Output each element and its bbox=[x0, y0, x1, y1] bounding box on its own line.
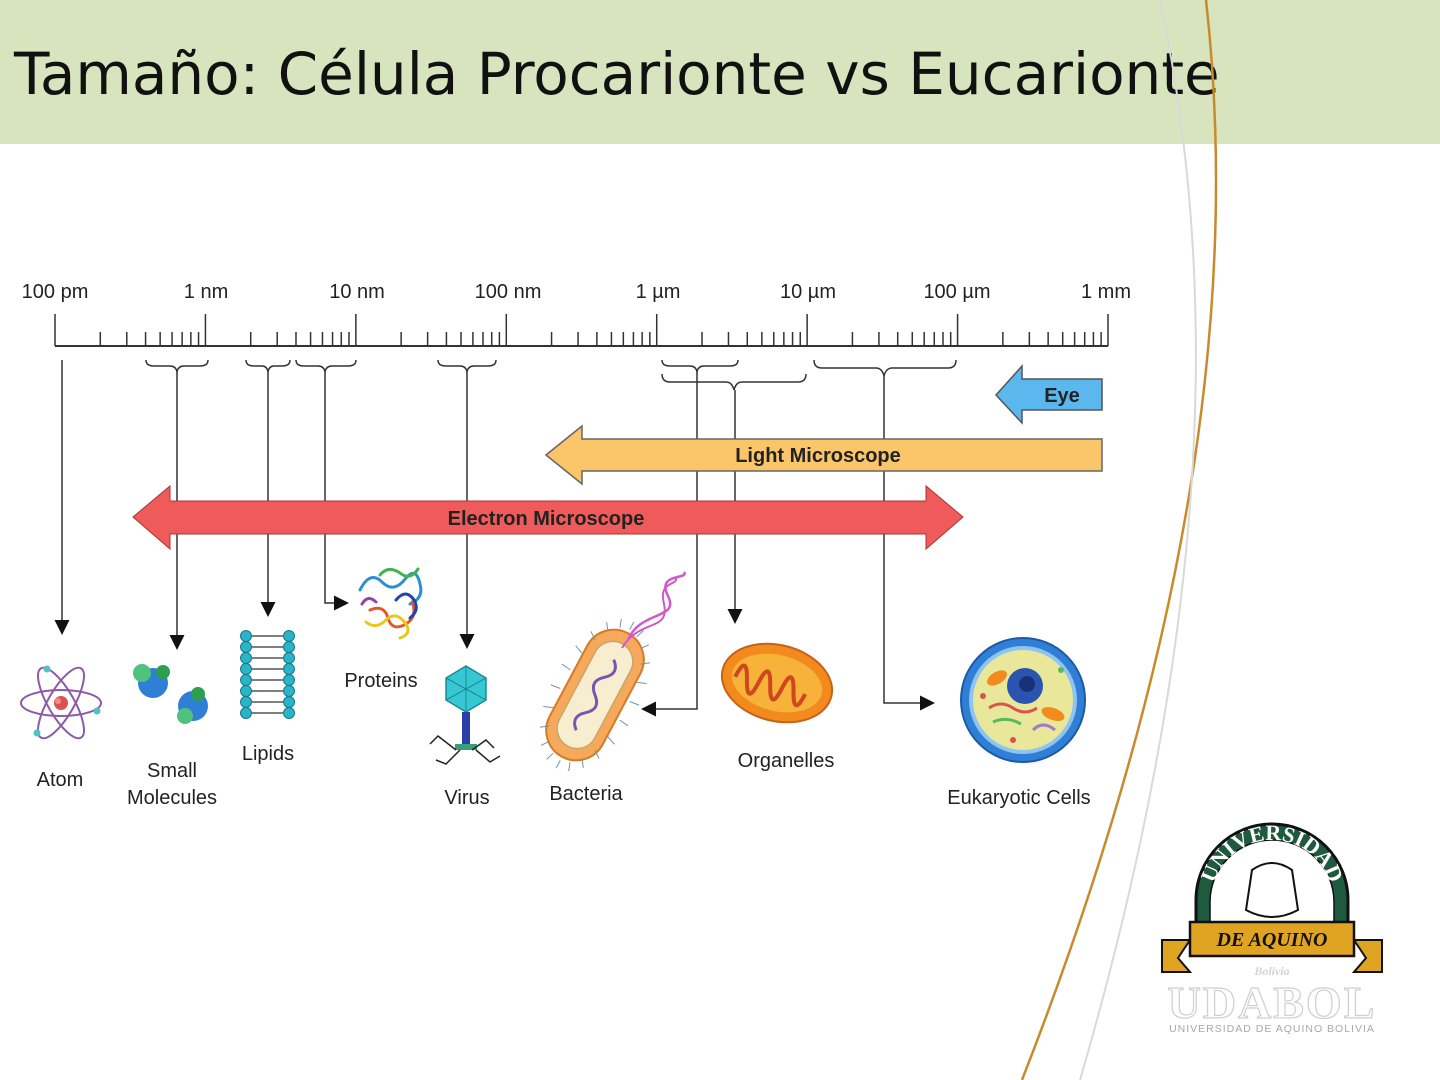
university-logo: UNIVERSIDAD DE AQUINO Bolivia UDABOL UNI… bbox=[1161, 820, 1383, 1035]
atom-illustration bbox=[20, 665, 102, 740]
bacteria-cilium bbox=[636, 681, 647, 684]
bacteria-cilium bbox=[590, 631, 596, 641]
bacteria-cilium bbox=[568, 762, 571, 772]
small-molecules-label-2: Molecules bbox=[127, 787, 217, 809]
bacteria-cilium bbox=[619, 618, 622, 628]
bacteria-cilium bbox=[561, 663, 571, 671]
lipid-head bbox=[283, 663, 295, 675]
bacteria-cilium bbox=[546, 752, 554, 760]
lipid-head bbox=[283, 685, 295, 697]
organelles-label: Organelles bbox=[738, 750, 835, 772]
scale-label-100pm: 100 pm bbox=[22, 281, 89, 303]
lipid-head bbox=[240, 641, 252, 653]
logo-banner-text: DE AQUINO bbox=[1216, 929, 1328, 951]
lipid-bilayer-illustration bbox=[240, 630, 295, 719]
bacteria-cilium bbox=[619, 719, 629, 727]
bacteria-cilium bbox=[636, 630, 644, 638]
bacteria-cilium bbox=[555, 760, 561, 769]
lipid-head bbox=[240, 685, 252, 697]
scale-label-1um: 1 µm bbox=[636, 281, 681, 303]
scale-label-1mm: 1 mm bbox=[1081, 281, 1131, 303]
virus-illustration bbox=[429, 665, 501, 765]
atom-label: Atom bbox=[37, 769, 84, 791]
lipid-head bbox=[240, 652, 252, 664]
bacteria-flagellum-2 bbox=[621, 577, 678, 649]
scale-label-10um: 10 µm bbox=[780, 281, 836, 303]
lipid-head bbox=[283, 630, 295, 642]
bacteria-cilium bbox=[640, 644, 650, 650]
lipids-label: Lipids bbox=[242, 743, 294, 765]
bacteria-cilium bbox=[575, 645, 583, 654]
scale-label-100nm: 100 nm bbox=[475, 281, 542, 303]
lipid-head bbox=[283, 652, 295, 664]
decorative-swoosh-gold bbox=[1020, 0, 1218, 1080]
lipid-head bbox=[283, 707, 295, 719]
light-microscope-label: Light Microscope bbox=[735, 445, 901, 467]
bacteria-cilium bbox=[640, 662, 651, 665]
bacteria-label: Bacteria bbox=[549, 783, 623, 805]
bacteria-cilium bbox=[581, 758, 584, 768]
lipid-head bbox=[240, 630, 252, 642]
scale-label-1nm: 1 nm bbox=[184, 281, 228, 303]
logo-figure bbox=[1244, 862, 1300, 918]
organelle-illustration bbox=[720, 642, 834, 724]
eukaryotic-cells-label: Eukaryotic Cells bbox=[947, 787, 1090, 809]
scale-label-100um: 100 µm bbox=[923, 281, 990, 303]
virus-label: Virus bbox=[444, 787, 489, 809]
bacteria-cilium bbox=[629, 621, 635, 630]
electron-microscope-label: Electron Microscope bbox=[448, 508, 645, 530]
bacteria-cilium bbox=[594, 749, 600, 759]
bacteria-cilium bbox=[543, 706, 554, 709]
protein-illustration bbox=[358, 567, 423, 640]
bacteria-flagellum bbox=[626, 571, 686, 641]
bacteria-cilium bbox=[629, 701, 640, 706]
electron-microscope-arrow: Electron Microscope bbox=[132, 484, 964, 551]
lipid-head bbox=[240, 674, 252, 686]
light-microscope-arrow: Light Microscope bbox=[544, 424, 1103, 486]
scale-labels: 100 pm 1 nm 10 nm 100 nm 1 µm 10 µm 100 … bbox=[22, 281, 1131, 303]
decorative-swoosh-gray bbox=[1079, 0, 1197, 1080]
proteins-label: Proteins bbox=[344, 670, 417, 692]
bacteria-cilium bbox=[539, 725, 550, 728]
scale-label-10nm: 10 nm bbox=[329, 281, 385, 303]
lipid-head bbox=[283, 674, 295, 686]
logo-subtitle-text: UNIVERSIDAD DE AQUINO BOLIVIA bbox=[1169, 1023, 1375, 1035]
lipid-head bbox=[283, 696, 295, 708]
lipid-head bbox=[283, 641, 295, 653]
lipid-head bbox=[240, 663, 252, 675]
title-band bbox=[0, 0, 1440, 144]
bacteria-cilium bbox=[540, 740, 550, 746]
lipid-head bbox=[240, 696, 252, 708]
bacteria-cilium bbox=[550, 684, 561, 689]
logo-country-text: Bolivia bbox=[1253, 964, 1289, 978]
bacteria-cilium bbox=[606, 622, 609, 632]
lipid-head bbox=[240, 707, 252, 719]
slide-title: Tamaño: Célula Procarionte vs Eucarionte bbox=[14, 40, 1220, 108]
eye-label: Eye bbox=[1044, 385, 1080, 407]
item-labels: Atom Small Molecules Lipids Proteins Vir… bbox=[37, 670, 1091, 809]
eukaryotic-cell-illustration bbox=[960, 637, 1086, 763]
logo-acronym-text: UDABOL bbox=[1168, 977, 1377, 1028]
small-molecules-label-1: Small bbox=[147, 760, 197, 782]
bacteria-illustration bbox=[539, 618, 651, 772]
small-molecules-illustration bbox=[133, 664, 208, 724]
eye-arrow: Eye bbox=[994, 364, 1103, 425]
scale-ticks bbox=[54, 314, 1109, 346]
bacteria-cilium bbox=[607, 736, 615, 745]
